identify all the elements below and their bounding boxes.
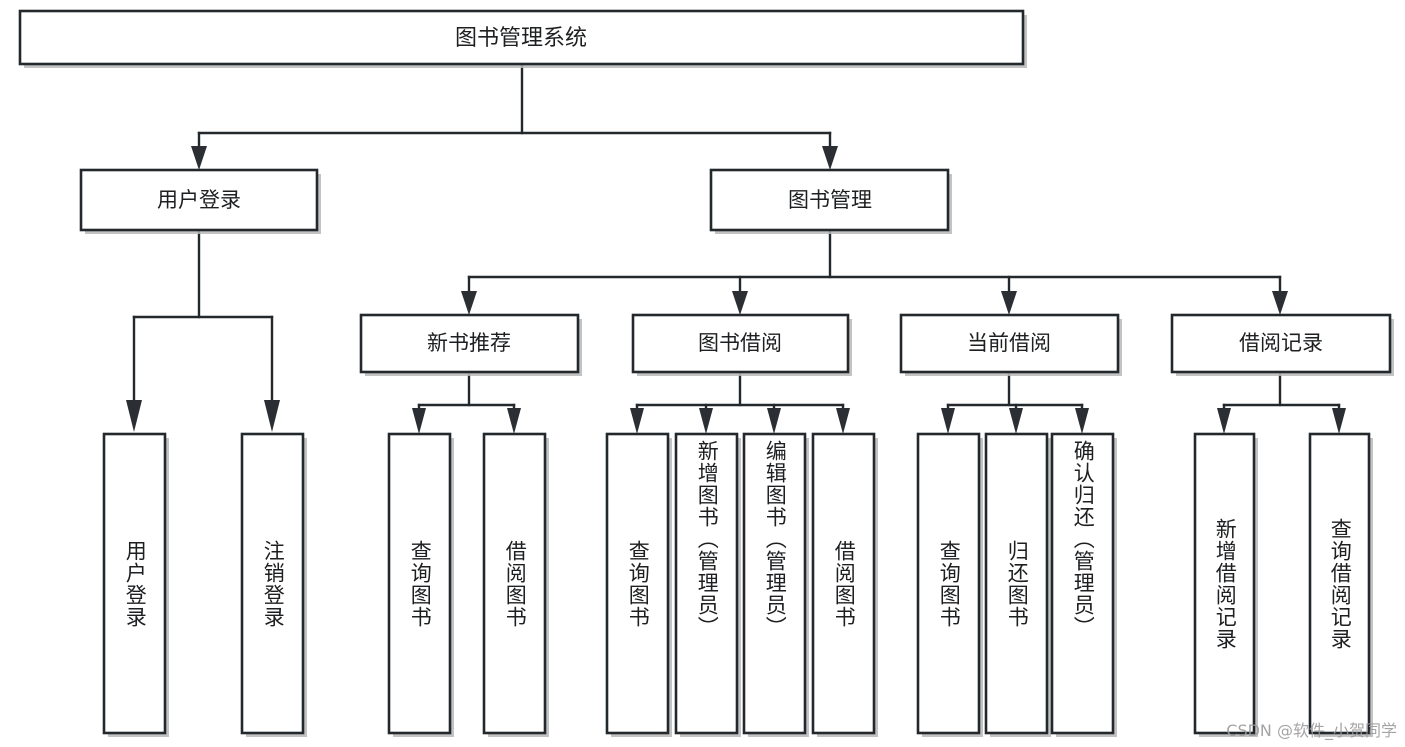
node-current-borrow[interactable]: 当前借阅 — [899, 313, 1122, 376]
arrow-head-leaf-query-book-1 — [412, 408, 426, 434]
node-current-borrow-label: 当前借阅 — [967, 331, 1051, 355]
arrow-head-leaf-borrow-book-1 — [507, 408, 521, 434]
node-book-management[interactable]: 图书管理 — [709, 168, 952, 234]
arrow-head-book-borrow — [732, 291, 748, 315]
node-root-box[interactable] — [18, 9, 1025, 66]
node-new-book-recommend-label: 新书推荐 — [427, 331, 511, 355]
arrow-head-new-book-recommend — [461, 291, 477, 315]
leaf-node-group — [102, 432, 1373, 737]
arrow-head-leaf-user-login — [126, 400, 142, 432]
node-book-borrow-box[interactable] — [631, 313, 850, 374]
node-borrow-record-box[interactable] — [1170, 313, 1392, 374]
leaf-return-book-box[interactable] — [984, 432, 1049, 735]
leaf-query-record-box[interactable] — [1308, 432, 1371, 735]
arrow-head-book-management — [822, 146, 838, 170]
node-book-management-box[interactable] — [709, 168, 950, 232]
leaf-query-book-2-box[interactable] — [605, 432, 670, 735]
arrow-head-leaf-confirm-return — [1075, 408, 1089, 434]
leaf-user-login-box[interactable] — [102, 432, 167, 735]
arrow-head-leaf-query-book-2 — [630, 408, 644, 434]
node-user-login-label: 用户登录 — [157, 188, 241, 212]
leaf-user-logout-box[interactable] — [240, 432, 305, 735]
node-book-borrow-label: 图书借阅 — [698, 331, 782, 355]
csdn-watermark: CSDN @软件_小贺同学 — [1226, 721, 1397, 740]
arrow-head-leaf-user-logout — [264, 400, 280, 432]
arrow-head-current-borrow — [1001, 291, 1017, 315]
arrow-head-leaf-return-book — [1009, 408, 1023, 434]
leaf-borrow-book-2-box[interactable] — [811, 432, 876, 735]
node-current-borrow-box[interactable] — [899, 313, 1120, 374]
node-user-login-box[interactable] — [79, 168, 319, 232]
leaf-confirm-return-box[interactable] — [1050, 432, 1115, 735]
arrow-head-leaf-add-record — [1217, 408, 1231, 434]
node-root[interactable]: 图书管理系统 — [18, 9, 1027, 68]
node-user-login[interactable]: 用户登录 — [79, 168, 321, 234]
node-book-management-label: 图书管理 — [788, 188, 872, 212]
arrow-head-leaf-query-record — [1332, 408, 1346, 434]
arrow-head-leaf-add-book — [699, 408, 713, 434]
connector-layer — [126, 64, 1346, 434]
leaf-add-record-box[interactable] — [1193, 432, 1256, 735]
node-new-book-recommend-box[interactable] — [359, 313, 580, 374]
node-borrow-record-label: 借阅记录 — [1239, 331, 1323, 355]
arrow-head-borrow-record — [1272, 291, 1288, 315]
leaf-query-book-1-box[interactable] — [387, 432, 452, 735]
leaf-add-book-box[interactable] — [674, 432, 739, 735]
leaf-borrow-book-1-box[interactable] — [482, 432, 547, 735]
arrow-head-leaf-edit-book — [767, 408, 781, 434]
node-root-label: 图书管理系统 — [455, 26, 587, 51]
node-new-book-recommend[interactable]: 新书推荐 — [359, 313, 582, 376]
leaf-edit-book-box[interactable] — [742, 432, 807, 735]
node-book-borrow[interactable]: 图书借阅 — [631, 313, 852, 376]
arrow-head-leaf-borrow-book-2 — [836, 408, 850, 434]
arrow-head-leaf-query-book-3 — [941, 408, 955, 434]
leaf-query-book-3-box[interactable] — [916, 432, 981, 735]
node-borrow-record[interactable]: 借阅记录 — [1170, 313, 1394, 376]
arrow-head-user-login — [191, 146, 207, 170]
